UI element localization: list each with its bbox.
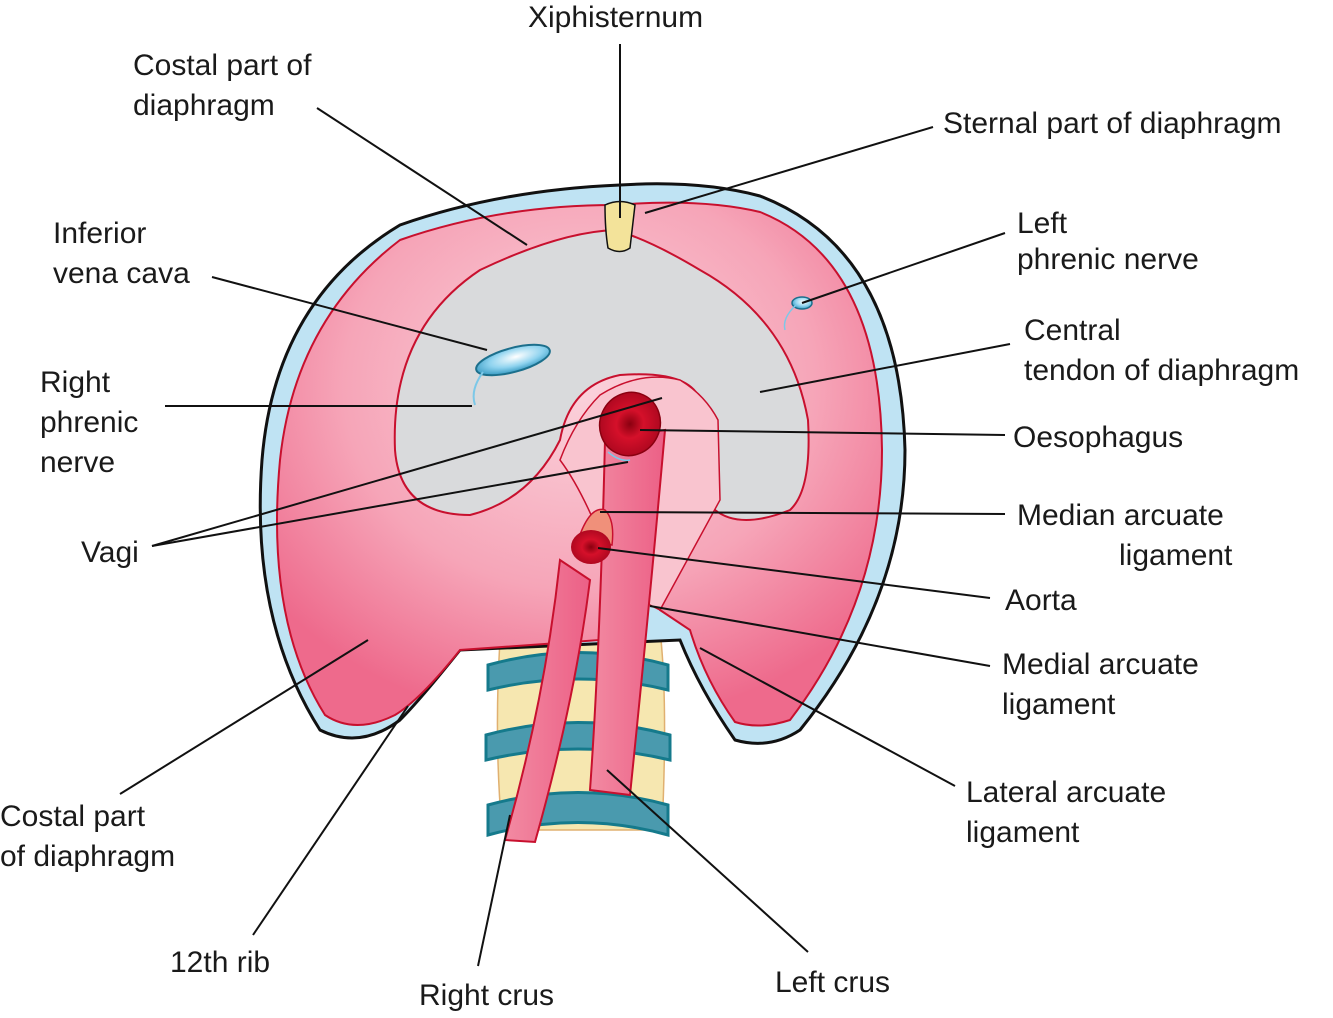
label-left-crus: Left crus bbox=[775, 966, 890, 999]
leader-left-crus bbox=[606, 769, 809, 953]
label-aorta: Aorta bbox=[1005, 584, 1077, 617]
leader-costal-lower bbox=[119, 639, 369, 795]
inferior-vena-cava-opening bbox=[475, 343, 551, 377]
left-phrenic-nerve-branch bbox=[783, 304, 797, 331]
leader-oesophagus bbox=[639, 429, 1006, 436]
leader-vagi-1 bbox=[151, 397, 663, 547]
label-12th-rib: 12th rib bbox=[170, 946, 270, 979]
leader-sternal-part bbox=[644, 126, 934, 214]
leader-ivc bbox=[211, 276, 488, 351]
xiphisternum-shape bbox=[604, 200, 636, 253]
leader-lines bbox=[119, 44, 1011, 967]
right-phrenic-nerve-branch bbox=[472, 371, 484, 406]
leader-medial-arcuate bbox=[649, 605, 991, 667]
leader-median-arcuate bbox=[599, 511, 1006, 515]
leader-12th-rib bbox=[252, 705, 409, 936]
aorta-opening bbox=[571, 530, 611, 564]
leader-right-crus bbox=[477, 814, 511, 967]
leader-vagi-2 bbox=[151, 461, 629, 547]
label-xiphisternum: Xiphisternum bbox=[528, 1, 703, 34]
leader-central-tendon bbox=[759, 343, 1011, 393]
label-right-crus: Right crus bbox=[419, 979, 554, 1012]
label-sternal-part: Sternal part of diaphragm bbox=[943, 107, 1282, 140]
central-tendon bbox=[393, 228, 810, 521]
label-vagi: Vagi bbox=[81, 536, 139, 569]
right-crus bbox=[503, 558, 592, 844]
leader-lateral-arcuate bbox=[699, 647, 956, 787]
vagus-nerve-branch bbox=[607, 451, 631, 462]
oesophageal-opening bbox=[598, 391, 662, 457]
leader-aorta bbox=[597, 547, 991, 599]
leader-costal-upper bbox=[316, 107, 528, 246]
label-oesophagus: Oesophagus bbox=[1013, 421, 1183, 454]
leader-left-phrenic bbox=[801, 232, 1006, 304]
